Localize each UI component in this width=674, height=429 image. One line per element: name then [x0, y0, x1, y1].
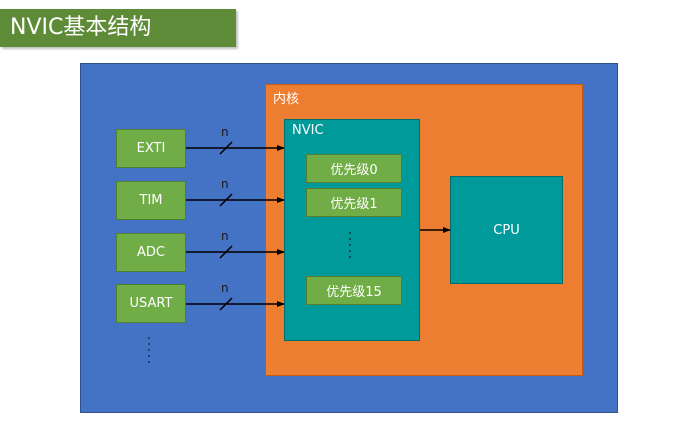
source-exti-box: EXTI [116, 129, 186, 168]
priority-1-box: 优先级1 [306, 188, 402, 217]
priority-ellipsis [349, 232, 351, 258]
diagram-title: NVIC基本结构 [0, 9, 236, 47]
nvic-label: NVIC [292, 123, 324, 138]
bus-width-label: n [221, 125, 229, 139]
priority-0-box: 优先级0 [306, 154, 402, 183]
bus-width-label: n [221, 229, 229, 243]
priority-15-box: 优先级15 [306, 276, 402, 305]
bus-width-label: n [221, 281, 229, 295]
adc-arrow [186, 245, 285, 259]
core-label: 内核 [273, 92, 300, 107]
cpu-block: CPU [450, 176, 563, 284]
bus-width-label: n [221, 177, 229, 191]
usart-arrow [186, 297, 285, 311]
source-tim-box: TIM [116, 181, 186, 220]
source-ellipsis [148, 337, 150, 363]
source-adc-box: ADC [116, 233, 186, 272]
tim-arrow [186, 193, 285, 207]
source-usart-box: USART [116, 284, 186, 323]
exti-arrow [186, 141, 285, 155]
